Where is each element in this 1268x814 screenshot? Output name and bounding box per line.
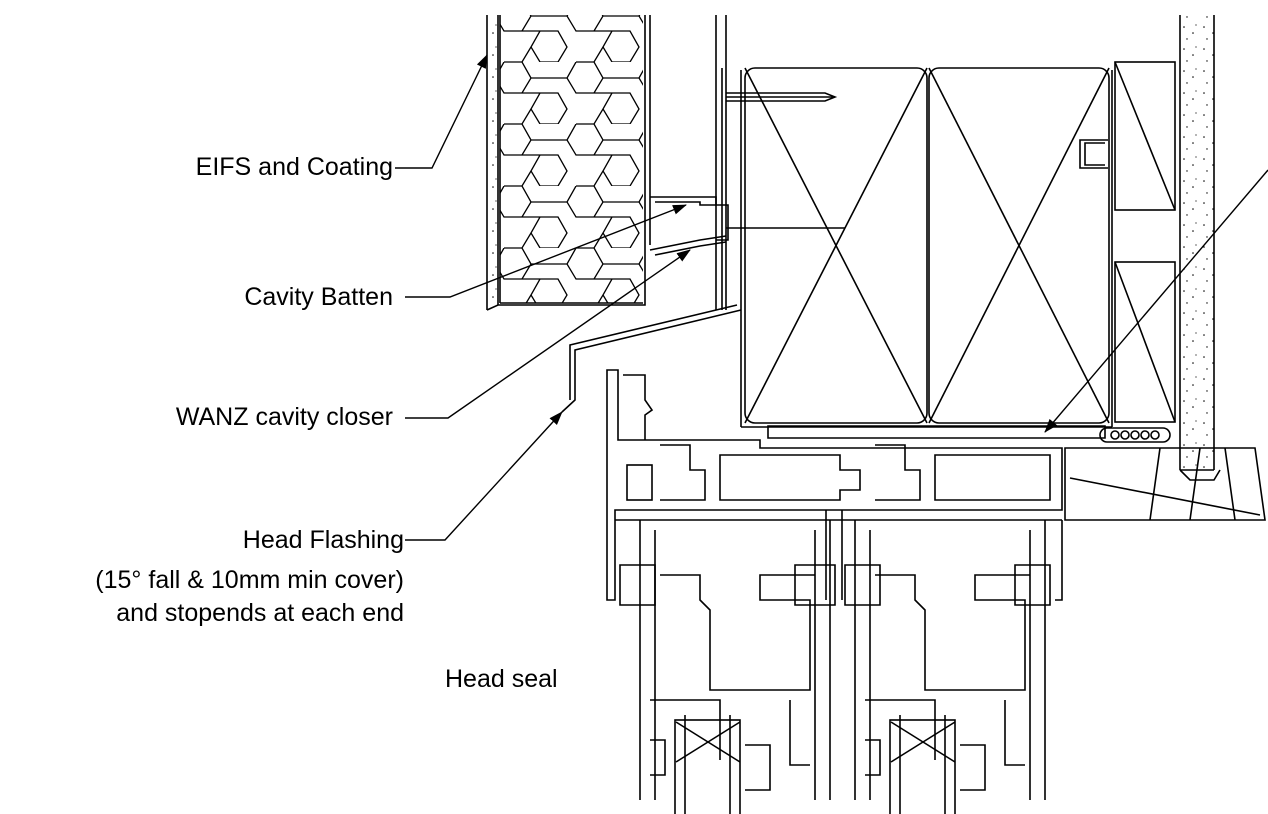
leader-lines	[395, 54, 1268, 541]
window-frame-head	[606, 369, 1063, 601]
leader-eifs	[395, 54, 488, 169]
eifs-label: EIFS and Coating	[195, 153, 393, 181]
wanz-cavity-closer-label: WANZ cavity closer	[175, 403, 393, 431]
leader-flashing	[405, 411, 563, 541]
head-flashing	[561, 304, 742, 413]
head-flashing-note-1: (15° fall & 10mm min cover)	[95, 566, 404, 594]
interior-lining	[1179, 15, 1215, 471]
timber-lintel	[740, 67, 1113, 428]
cavity-batten-label: Cavity Batten	[244, 283, 393, 311]
reveal-liner	[1064, 447, 1266, 521]
head-flashing-note-2: and stopends at each end	[116, 599, 404, 627]
eifs-wall	[486, 15, 651, 311]
wall-studs	[1114, 61, 1176, 423]
cavity-closer	[649, 235, 727, 256]
leader-batten	[405, 204, 687, 298]
cavity-batten	[650, 15, 729, 310]
packers-and-seal	[767, 425, 1171, 443]
sash-left	[619, 520, 836, 814]
leader-seal	[1044, 169, 1268, 433]
sash-right	[844, 520, 1051, 814]
leader-wanz	[405, 249, 691, 419]
head-flashing-label: Head Flashing	[242, 526, 404, 554]
head-seal-label: Head seal	[445, 665, 558, 693]
fixings	[726, 92, 1108, 229]
